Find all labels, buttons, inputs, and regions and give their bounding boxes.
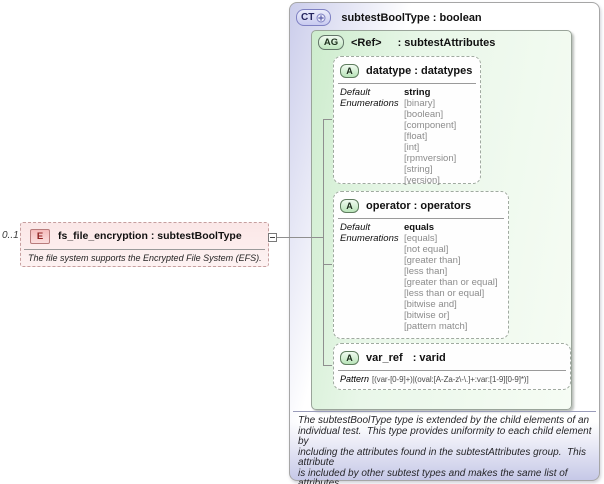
tree-trunk-line [323,119,324,366]
attribute-name: var_ref [366,351,403,364]
collapse-toggle[interactable] [268,233,277,242]
attribute-title: var_ref : varid [366,352,446,364]
attribute-badge: A [340,63,359,78]
attribute-type: : varid [412,351,446,364]
complex-type-badge-label: CT [301,12,315,23]
connector-line [277,237,323,238]
attribute-header: A var_ref : varid [334,344,570,367]
branch-datatype-line [323,119,332,120]
expand-plus-icon[interactable] [316,13,326,23]
attribute-box-datatype: A datatype: datatypes Default string Enu… [333,56,481,186]
facet-table: Default string Enumerations [binary] [bo… [334,84,480,188]
attribute-box-var-ref: A var_ref : varid Pattern [(var-[0-9]+)|(… [333,343,571,390]
facet-label-default: Default [340,222,371,233]
attribute-title: datatype: datatypes [366,65,472,77]
element-title: fs_file_encryption: subtestBoolType [58,230,242,242]
attribute-divider [338,370,566,371]
facet-table: Default equals Enumerations [equals] [no… [334,219,508,334]
type-documentation: The subtestBoolType type is extended by … [298,415,592,484]
facet-default-value: string [404,87,431,98]
facet-label-default: Default [340,87,371,98]
attribute-badge: A [340,198,359,213]
attribute-box-operator: A operator: operators Default equals Enu… [333,191,509,339]
attribute-group-title: <Ref> : subtestAttributes [351,37,495,49]
complex-type-base: : boolean [432,11,482,24]
element-type: : subtestBoolType [150,230,242,242]
complex-type-box: CT subtestBoolType: boolean AG <Ref> : su… [289,2,600,484]
element-badge: E [30,228,50,244]
cardinality-label: 0..1 [2,230,19,241]
branch-varref-line [323,365,332,366]
facet-default-value: equals [404,222,435,233]
element-box: E fs_file_encryption: subtestBoolType Th… [20,222,269,267]
complex-type-header: CT subtestBoolType: boolean [296,9,482,26]
attribute-group-ref: <Ref> [351,36,382,49]
attribute-type: : operators [413,199,472,212]
attribute-badge: A [340,350,359,365]
attribute-name: datatype [366,64,412,77]
attribute-header: A datatype: datatypes [334,57,480,80]
complex-type-title: subtestBoolType: boolean [341,12,481,24]
facet-enum-values: [equals] [not equal] [greater than] [les… [404,233,498,332]
element-name: fs_file_encryption [58,230,148,242]
attribute-group-header: AG <Ref> : subtestAttributes [312,31,571,50]
complex-type-name: subtestBoolType [341,11,430,24]
element-header: E fs_file_encryption: subtestBoolType [21,223,268,247]
attribute-group-type: : subtestAttributes [397,36,496,49]
facet-table: Pattern [(var-[0-9]+)|(oval:[A-Za-z\-\.]… [334,371,570,387]
attribute-header: A operator: operators [334,192,508,215]
attribute-name: operator [366,199,411,212]
facet-pattern-value: [(var-[0-9]+)|(oval:[A-Za-z\-\.]+:var:[1… [372,375,529,384]
attribute-divider [338,83,476,84]
branch-operator-line [323,264,332,265]
facet-label-pattern: Pattern [340,374,370,384]
facet-enum-values: [binary] [boolean] [component] [float] [… [404,98,457,186]
facet-label-enumerations: Enumerations [340,233,399,244]
attribute-title: operator: operators [366,200,471,212]
element-description: The file system supports the Encrypted F… [28,253,262,263]
element-divider [24,249,265,250]
attribute-divider [338,218,504,219]
attribute-type: : datatypes [414,64,473,77]
facet-label-enumerations: Enumerations [340,98,399,109]
attribute-group-badge: AG [318,35,344,50]
complex-type-badge: CT [296,9,332,26]
footer-divider [293,411,596,412]
